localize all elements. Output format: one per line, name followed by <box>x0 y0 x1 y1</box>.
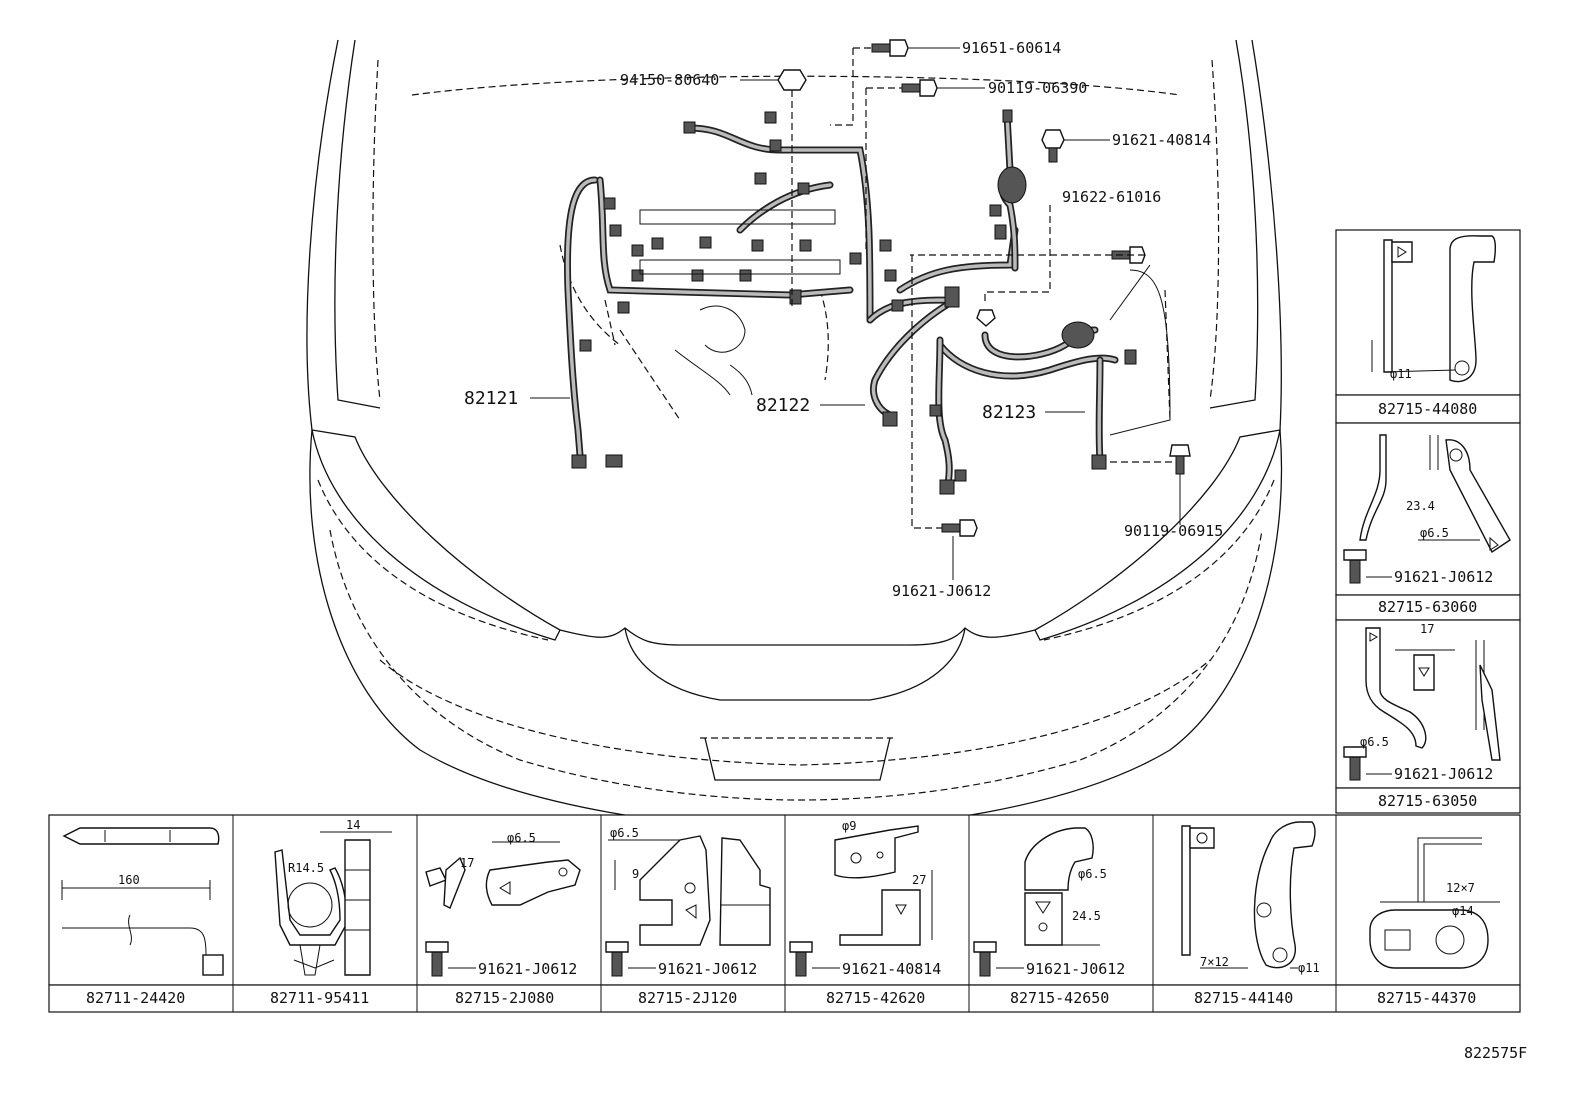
callout-82123: 82123 <box>982 402 1036 423</box>
car-body-outline <box>306 39 1283 831</box>
clamp-82715-2J080-drawing <box>425 841 581 977</box>
part-82711-95411: 82711-95411 <box>270 989 369 1007</box>
dim-17-63050: 17 <box>1420 622 1434 636</box>
dim-phi14-44370: φ14 <box>1452 904 1474 918</box>
bolt-91621-J0612-63060: 91621-J0612 <box>1394 568 1493 586</box>
clamp-82715-42650-drawing <box>973 827 1100 977</box>
clip-82711-24420-drawing <box>61 827 224 976</box>
dim-14: 14 <box>346 818 360 832</box>
bolt-91621-40814-42620: 91621-40814 <box>842 960 941 978</box>
callout-91621-40814: 91621-40814 <box>1112 131 1211 149</box>
dim-7x12-44140: 7×12 <box>1200 955 1229 969</box>
dim-160: 160 <box>118 873 140 887</box>
bolt-91621-J0612-63050: 91621-J0612 <box>1394 765 1493 783</box>
part-82711-24420: 82711-24420 <box>86 989 185 1007</box>
callout-90119-06390: 90119-06390 <box>988 79 1087 97</box>
bolt-91621-J0612-2J120: 91621-J0612 <box>658 960 757 978</box>
dim-phi11-44140: φ11 <box>1298 961 1320 975</box>
dim-phi11-44080: φ11 <box>1390 367 1412 381</box>
callout-82122: 82122 <box>756 395 810 416</box>
dim-23.4-63060: 23.4 <box>1406 499 1435 513</box>
part-82715-63050: 82715-63050 <box>1378 792 1477 810</box>
dim-9-2J120: 9 <box>632 867 639 881</box>
bolt-91621-J0612-2J080: 91621-J0612 <box>478 960 577 978</box>
diagram-id: 822575F <box>1464 1044 1527 1062</box>
clamp-82715-2J120-drawing <box>605 835 771 977</box>
bolt-91621-J0612-42650: 91621-J0612 <box>1026 960 1125 978</box>
dim-17-2J080: 17 <box>460 856 474 870</box>
dim-phi6.5-63050: φ6.5 <box>1360 735 1389 749</box>
harness-82121 <box>564 111 874 469</box>
dim-24.5-42650: 24.5 <box>1072 909 1101 923</box>
clamp-82715-44080-drawing <box>1371 235 1497 383</box>
dim-12x7-44370: 12×7 <box>1446 881 1475 895</box>
part-82715-63060: 82715-63060 <box>1378 598 1477 616</box>
callout-90119-06915: 90119-06915 <box>1124 522 1223 540</box>
dim-phi6.5-42650: φ6.5 <box>1078 867 1107 881</box>
part-82715-44370: 82715-44370 <box>1377 989 1476 1007</box>
callout-91651-60614: 91651-60614 <box>962 39 1061 57</box>
dim-phi9-42620: φ9 <box>842 819 856 833</box>
dim-R14.5: R14.5 <box>288 861 324 875</box>
clamp-82715-44370-drawing <box>1369 837 1500 969</box>
callout-82121: 82121 <box>464 388 518 409</box>
clamp-82715-63050-drawing <box>1343 627 1501 781</box>
part-82715-42650: 82715-42650 <box>1010 989 1109 1007</box>
part-82715-44140: 82715-44140 <box>1194 989 1293 1007</box>
dim-27-42620: 27 <box>912 873 926 887</box>
clip-82711-95411-drawing <box>274 831 392 976</box>
dim-phi6.5-63060: φ6.5 <box>1420 526 1449 540</box>
harness-82122 <box>866 226 1019 427</box>
callout-91621-J0612: 91621-J0612 <box>892 582 991 600</box>
dim-phi6.5-2J120: φ6.5 <box>610 826 639 840</box>
clamp-82715-63060-drawing <box>1343 434 1511 584</box>
part-82715-2J120: 82715-2J120 <box>638 989 737 1007</box>
clamp-82715-44140-drawing <box>1181 821 1316 969</box>
harness-82123 <box>929 109 1137 495</box>
fasteners <box>530 39 1191 580</box>
callout-91622-61016: 91622-61016 <box>1062 188 1161 206</box>
clamp-82715-42620-drawing <box>789 825 933 977</box>
part-82715-44080: 82715-44080 <box>1378 400 1477 418</box>
callout-94150-80640: 94150-80640 <box>620 71 719 89</box>
part-82715-2J080: 82715-2J080 <box>455 989 554 1007</box>
part-82715-42620: 82715-42620 <box>826 989 925 1007</box>
dim-phi6.5-2J080: φ6.5 <box>507 831 536 845</box>
